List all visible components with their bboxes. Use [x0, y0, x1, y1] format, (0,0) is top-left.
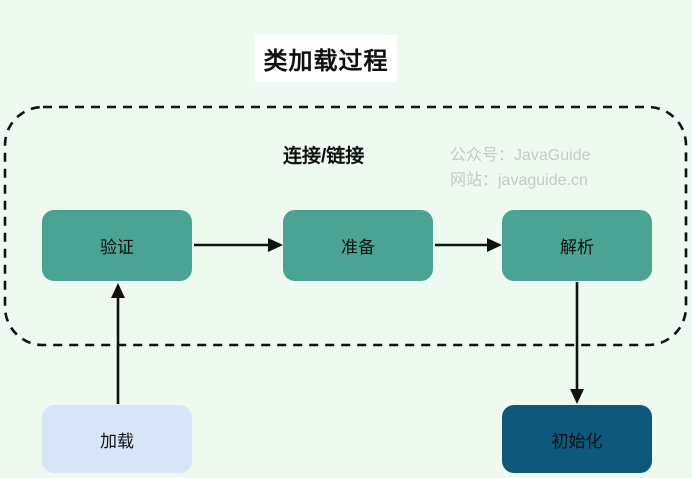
watermark: 公众号：JavaGuide 网站：javaguide.cn	[450, 143, 591, 193]
node-verify: 验证	[42, 210, 192, 281]
arrow-verify-to-prepare	[194, 238, 283, 252]
watermark-account-line: 公众号：JavaGuide	[450, 147, 591, 164]
node-initialize: 初始化	[502, 405, 652, 473]
node-prepare: 准备	[283, 210, 433, 281]
node-load: 加载	[42, 405, 192, 473]
arrow-load-to-verify	[111, 283, 125, 404]
arrow-prepare-to-resolve	[435, 238, 502, 252]
node-resolve: 解析	[502, 210, 652, 281]
watermark-site-line: 网站：javaguide.cn	[450, 172, 588, 189]
linking-phase-label: 连接/链接	[283, 146, 365, 167]
arrow-resolve-to-initialize	[570, 282, 584, 404]
page-title: 类加载过程	[255, 35, 397, 82]
